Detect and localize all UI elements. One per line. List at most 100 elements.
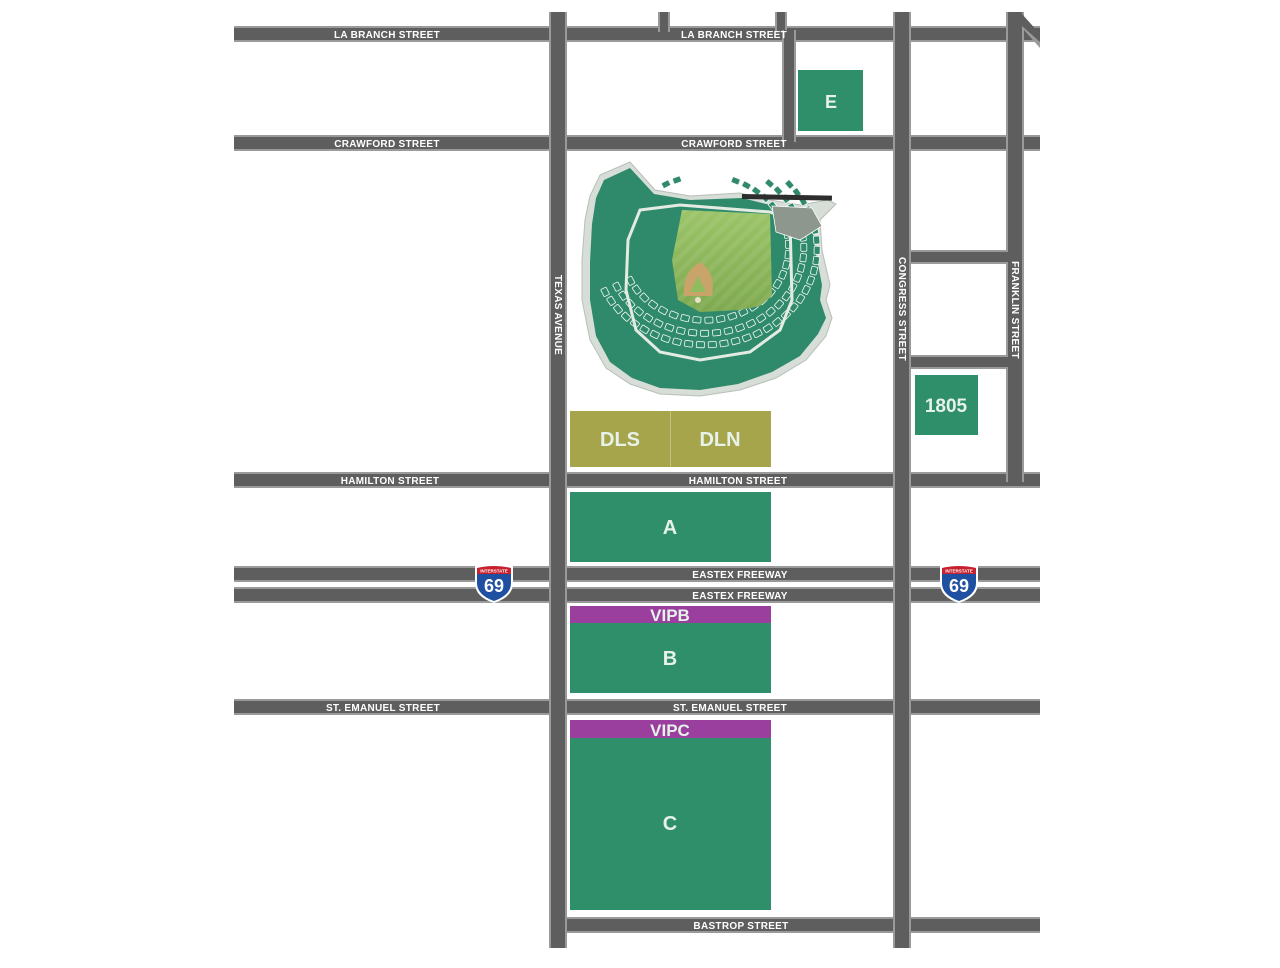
seat-section xyxy=(762,323,773,333)
lot-dln-label: DLN xyxy=(699,429,740,451)
lot-b[interactable]: B xyxy=(570,623,771,693)
interstate-number: 69 xyxy=(949,576,969,596)
seat-section xyxy=(774,299,784,310)
lot-vipc[interactable]: VIPC xyxy=(570,720,771,740)
lot-e-access-road xyxy=(782,30,796,142)
street-label-crawford-west: CRAWFORD STREET xyxy=(334,139,440,150)
lot-vipc-area xyxy=(570,720,771,738)
seat-section xyxy=(793,272,802,283)
seat-section xyxy=(756,313,767,323)
seat-section xyxy=(765,306,776,317)
seat-section xyxy=(612,281,622,292)
seat-section xyxy=(676,326,686,335)
seat-section xyxy=(751,186,762,196)
street-label-eastex-lower: EASTEX FREEWAY xyxy=(692,591,788,602)
roof-rail xyxy=(741,193,832,201)
lot-e[interactable]: E xyxy=(798,70,863,131)
lot-vipb-label: VIPB xyxy=(650,606,690,625)
lot-c[interactable]: C xyxy=(570,738,771,910)
seat-section xyxy=(625,275,636,286)
seat-section xyxy=(653,318,664,328)
lot-c-area xyxy=(570,738,771,910)
seat-section xyxy=(695,341,705,349)
seat-section xyxy=(809,265,819,276)
seat-section xyxy=(734,323,745,333)
street-label-bastrop: BASTROP STREET xyxy=(693,921,788,932)
seat-section xyxy=(711,328,722,337)
lot-a[interactable]: A xyxy=(570,492,771,562)
lot-b-area xyxy=(570,623,771,693)
seat-section xyxy=(727,311,738,321)
interstate-69-shield-east: INTERSTATE 69 xyxy=(940,563,978,603)
lot-1805-label: 1805 xyxy=(925,396,968,417)
concourse-ring xyxy=(624,203,794,362)
street-label-la-branch-west: LA BRANCH STREET xyxy=(334,30,440,41)
seat-section xyxy=(745,318,756,329)
seat-section xyxy=(723,326,734,335)
left-field-building xyxy=(771,205,823,241)
seat-section xyxy=(715,314,726,323)
seat-section xyxy=(784,179,795,190)
seat-section xyxy=(782,260,791,270)
seat-section xyxy=(772,279,783,289)
seat-section xyxy=(672,175,682,185)
eastex-freeway-lower-road xyxy=(234,587,1040,603)
seat-section xyxy=(643,313,654,323)
seat-section xyxy=(764,178,775,189)
seat-section xyxy=(633,306,644,317)
la-branch-street-road xyxy=(234,26,1040,42)
street-label-st-emanuel-west: ST. EMANUEL STREET xyxy=(326,703,440,714)
street-label-st-emanuel-east: ST. EMANUEL STREET xyxy=(673,703,787,714)
street-label-congress: CONGRESS STREET xyxy=(896,257,907,361)
lot-dls-area xyxy=(570,411,670,467)
seat-section xyxy=(813,245,821,255)
interstate-69-shield-west: INTERSTATE 69 xyxy=(475,563,513,603)
seat-section xyxy=(795,293,806,304)
seat-section xyxy=(648,299,659,310)
seat-section xyxy=(704,316,714,324)
lot-1805[interactable]: 1805 xyxy=(915,375,978,435)
seat-section xyxy=(606,295,616,306)
stadium-seating-map xyxy=(581,161,837,397)
lot-dln[interactable]: DLN xyxy=(671,411,771,467)
hamilton-street-road xyxy=(234,472,1040,488)
street-label-crawford-east: CRAWFORD STREET xyxy=(681,139,787,150)
seat-section xyxy=(639,324,650,335)
seat-section xyxy=(741,333,752,343)
seat-section xyxy=(801,284,811,295)
lot-dln-area xyxy=(671,411,771,467)
seat-section xyxy=(719,339,729,348)
home-plate xyxy=(695,297,701,303)
street-label-texas-avenue: TEXAS AVENUE xyxy=(552,275,563,355)
interstate-header: INTERSTATE xyxy=(480,569,508,574)
lot-dls-label: DLS xyxy=(600,429,640,451)
street-label-eastex-upper: EASTEX FREEWAY xyxy=(692,570,788,581)
seat-section xyxy=(812,255,820,266)
street-label-franklin: FRANKLIN STREET xyxy=(1009,261,1020,359)
seat-section xyxy=(692,316,702,324)
eastex-freeway-upper-road xyxy=(234,566,1040,582)
bastrop-street-road xyxy=(553,917,1040,933)
lot-e-label: E xyxy=(825,92,837,112)
seat-section xyxy=(806,275,815,286)
seat-section xyxy=(800,242,808,252)
street-label-la-branch-east: LA BRANCH STREET xyxy=(681,30,787,41)
seat-section xyxy=(631,284,642,295)
seat-section xyxy=(649,329,660,340)
lot-dls[interactable]: DLS xyxy=(570,411,670,467)
lot-a-area xyxy=(570,492,771,562)
seat-section xyxy=(752,328,763,339)
seat-section xyxy=(700,329,710,337)
side-connector-roads xyxy=(911,250,1008,369)
infield-grass xyxy=(690,276,706,292)
lot-vipb[interactable]: VIPB xyxy=(570,606,771,625)
texas-avenue-road xyxy=(549,12,567,948)
seat-section xyxy=(683,339,694,348)
seat-section xyxy=(772,317,783,327)
seat-section xyxy=(730,336,741,346)
street-label-hamilton-west: HAMILTON STREET xyxy=(341,476,440,487)
seat-section xyxy=(600,286,610,297)
seat-section xyxy=(797,263,806,273)
seat-section xyxy=(778,269,788,280)
